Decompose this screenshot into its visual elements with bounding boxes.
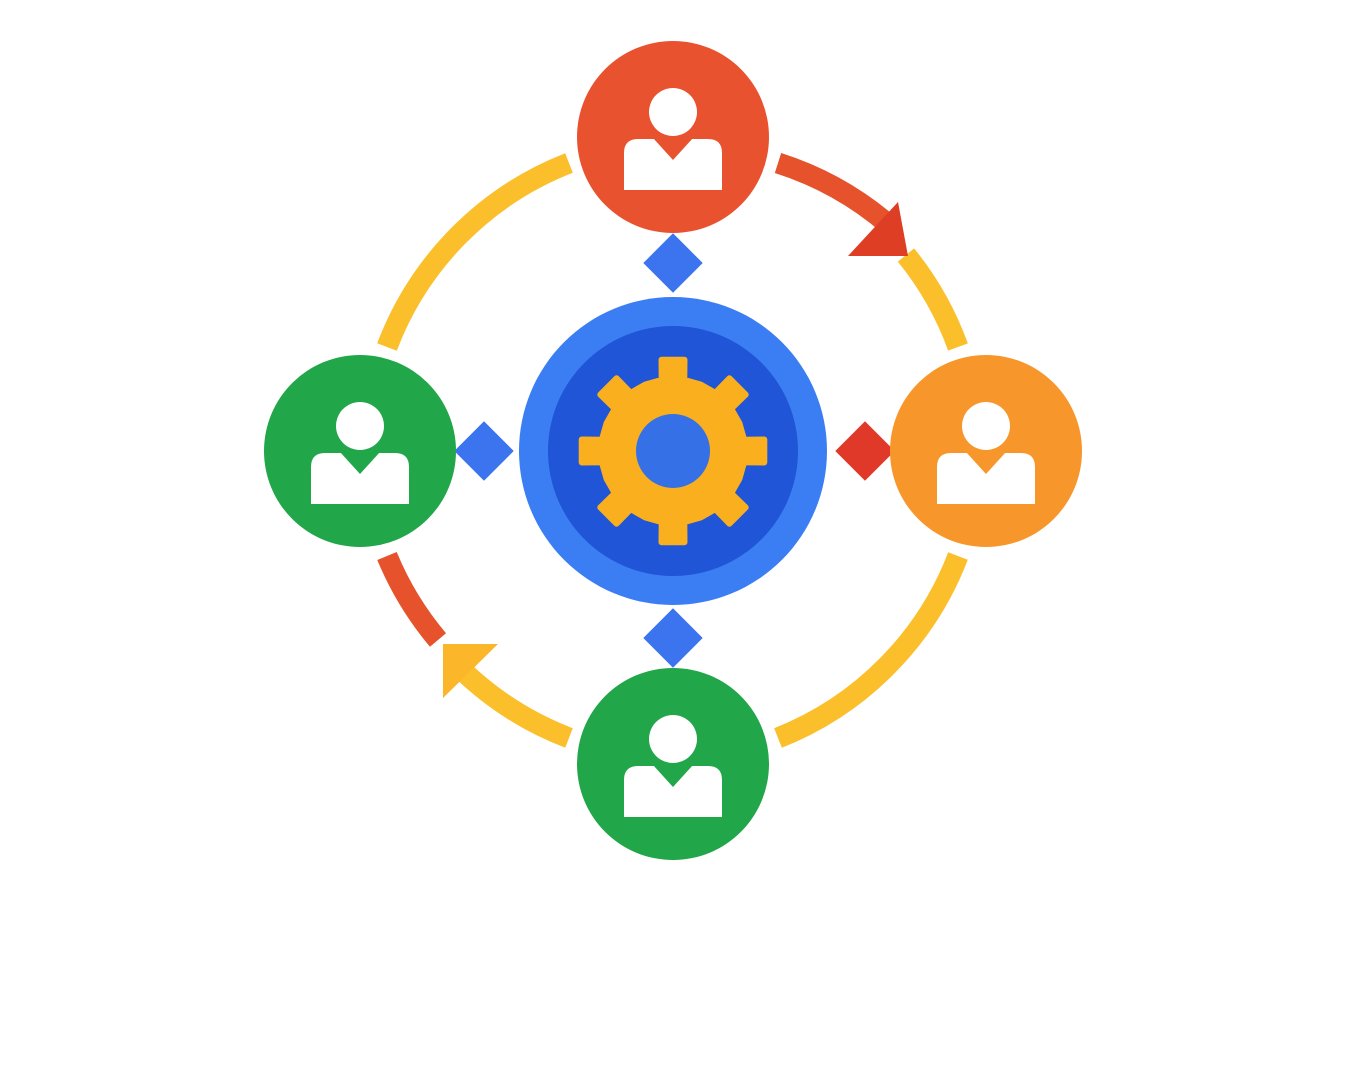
person-node-right [890, 355, 1082, 547]
arrow-head-bottom-left [443, 644, 498, 698]
person-head [336, 402, 384, 450]
person-collar [966, 452, 1006, 474]
arc-right-upper [897, 248, 968, 351]
center-hub [519, 297, 827, 605]
person-body [937, 453, 1035, 504]
arc-top-right-accent [774, 152, 896, 234]
person-icon [624, 709, 722, 817]
person-collar [653, 765, 693, 787]
connector-diamond-bottom [643, 608, 703, 668]
person-head [649, 88, 697, 136]
gear-icon [578, 356, 768, 546]
person-body [311, 453, 409, 504]
connector-diamond-left [454, 421, 514, 481]
person-icon [311, 396, 409, 504]
person-head [962, 402, 1010, 450]
person-icon [937, 396, 1035, 504]
person-node-left [264, 355, 456, 547]
person-collar [653, 138, 693, 160]
arc-bottom-left [454, 662, 573, 748]
person-body [624, 139, 722, 190]
person-node-top [577, 41, 769, 233]
connector-diamond-top [643, 233, 703, 293]
arrow-head-top-right [848, 202, 908, 256]
person-body [624, 766, 722, 817]
person-icon [624, 82, 722, 190]
cycle-ring [377, 152, 968, 748]
connector-diamond-right [835, 421, 895, 481]
arc-bottom-right [774, 552, 968, 748]
arc-left-lower-accent [377, 551, 447, 647]
arc-top-left [377, 153, 573, 351]
gear-hub [636, 414, 710, 488]
person-node-bottom [577, 668, 769, 860]
person-collar [340, 452, 380, 474]
person-head [649, 715, 697, 763]
